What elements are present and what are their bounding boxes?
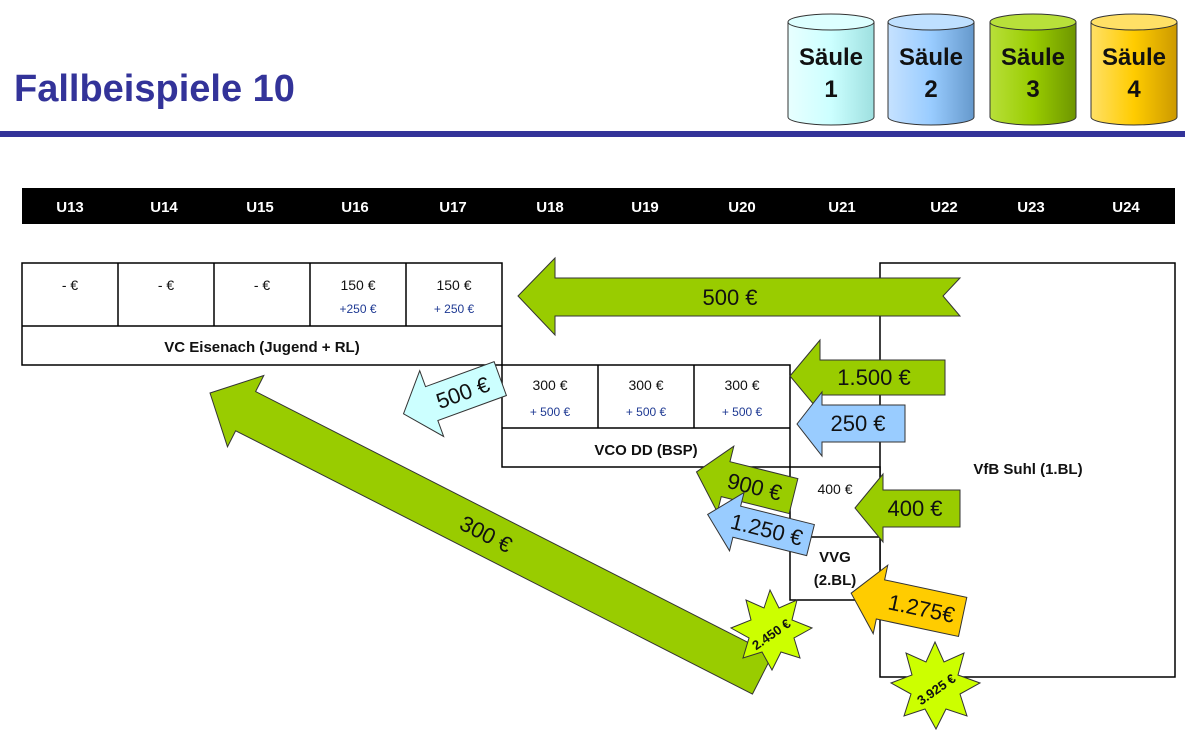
fee-cell: 300 € (532, 377, 567, 393)
pillar-1: Säule 1 (787, 13, 875, 126)
bonus-cell: + 500 € (626, 405, 667, 419)
age-group-labels: U13 U14 U15 U16 U17 U18 U19 U20 U21 U22 … (56, 199, 1140, 216)
age-group-label: U21 (828, 199, 856, 216)
age-group-label: U18 (536, 199, 564, 216)
age-group-label: U20 (728, 199, 756, 216)
club-name-vvg: VVG (819, 549, 851, 566)
pillar-2: Säule 2 (887, 13, 975, 126)
pillar-4-number: 4 (1127, 76, 1141, 103)
transfer-arrow-1500: 1.500 € (789, 338, 946, 414)
bonus-cell: +250 € (339, 302, 376, 316)
transfer-arrow-1275: 1.275€ (850, 563, 968, 638)
fee-cell: - € (62, 277, 79, 293)
fee-cell: 150 € (436, 277, 471, 293)
pillar-4: Säule 4 (1090, 13, 1178, 126)
pillar-3-label: Säule (1001, 44, 1065, 71)
fee-cell: - € (254, 277, 271, 293)
age-group-label: U15 (246, 199, 274, 216)
fee-cell: 300 € (628, 377, 663, 393)
transfer-arrow-500-top: 500 € (517, 256, 962, 337)
fee-cell: 150 € (340, 277, 375, 293)
arrow-label: 500 € (702, 285, 757, 310)
total-star-1: 2.450 € (729, 588, 814, 672)
club-table-vco: 300 € 300 € 300 € + 500 € + 500 € + 500 … (501, 364, 791, 468)
bonus-cell: + 250 € (434, 302, 475, 316)
age-group-label: U14 (150, 199, 178, 216)
transfer-arrow-400: 400 € (854, 472, 961, 544)
pillar-1-label: Säule (799, 44, 863, 71)
age-group-label: U24 (1112, 199, 1140, 216)
pillar-2-label: Säule (899, 44, 963, 71)
pillar-3: Säule 3 (989, 13, 1077, 126)
age-group-label: U22 (930, 199, 958, 216)
bonus-cell: + 500 € (722, 405, 763, 419)
club-name-vco: VCO DD (BSP) (594, 442, 697, 459)
pillar-2-number: 2 (924, 76, 937, 103)
transfer-arrow-900: 900 € (695, 445, 799, 515)
arrow-label: 250 € (830, 411, 885, 436)
arrow-label: 1.500 € (837, 365, 910, 390)
age-group-label: U23 (1017, 199, 1045, 216)
club-name-vvg-league: (2.BL) (814, 572, 857, 589)
bonus-cell: + 500 € (530, 405, 571, 419)
age-group-label: U19 (631, 199, 659, 216)
fee-cell: 300 € (724, 377, 759, 393)
fee-cell: 400 € (817, 481, 852, 497)
transfer-arrow-250: 250 € (796, 390, 906, 458)
total-star-2: 3.925 € (889, 640, 982, 731)
age-group-label: U17 (439, 199, 467, 216)
pillar-3-number: 3 (1026, 76, 1039, 103)
club-name-suhl: VfB Suhl (1.BL) (973, 461, 1082, 478)
fee-cell: - € (158, 277, 175, 293)
pillar-4-label: Säule (1102, 44, 1166, 71)
pillar-1-number: 1 (824, 76, 837, 103)
age-group-header (22, 188, 1175, 224)
title-underline (0, 131, 1185, 137)
age-group-label: U13 (56, 199, 84, 216)
age-group-label: U16 (341, 199, 369, 216)
arrow-label: 400 € (887, 496, 942, 521)
club-name-eisenach: VC Eisenach (Jugend + RL) (164, 339, 359, 356)
page-title: Fallbeispiele 10 (14, 68, 295, 110)
club-table-eisenach: - € - € - € 150 € 150 € +250 € + 250 € V… (21, 262, 503, 366)
